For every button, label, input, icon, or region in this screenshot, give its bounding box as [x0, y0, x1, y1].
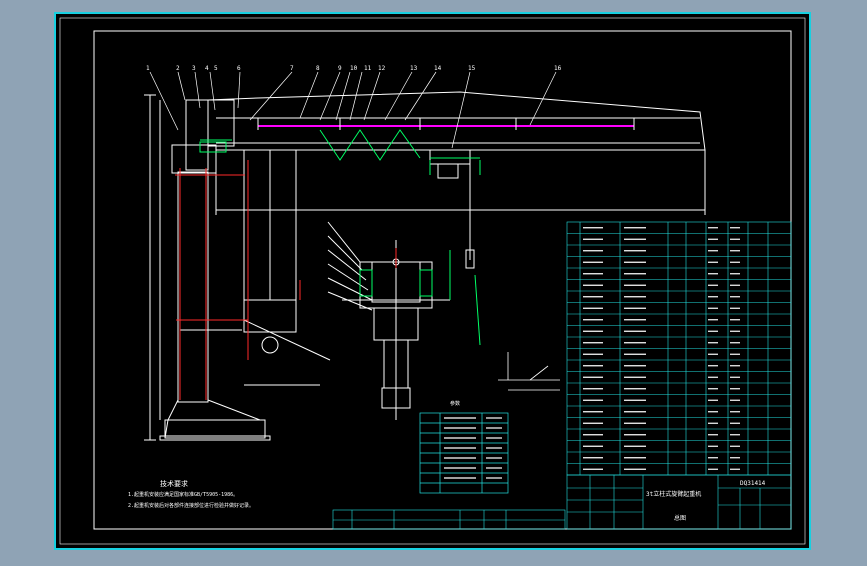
svg-text:5: 5 — [214, 65, 218, 72]
svg-text:6: 6 — [237, 65, 241, 72]
svg-text:14: 14 — [434, 65, 442, 72]
svg-text:16: 16 — [554, 65, 562, 72]
parts-list-table — [566, 221, 792, 476]
drawing-subtitle: 总图 — [674, 514, 686, 522]
svg-text:2: 2 — [176, 65, 180, 72]
note-line-1: 1.起重机安装应满足国家标准GB/T5905-1986。 — [128, 491, 238, 498]
svg-text:10: 10 — [350, 65, 358, 72]
svg-text:13: 13 — [410, 65, 418, 72]
parameter-table — [419, 412, 509, 494]
bearing-hatching — [359, 250, 481, 346]
crane-elevation — [144, 91, 706, 441]
parameter-table-heading: 参数 — [450, 400, 460, 407]
bearing-detail — [327, 221, 450, 420]
weld-detail — [498, 352, 560, 391]
technical-notes: 技术要求 1.起重机安装应满足国家标准GB/T5905-1986。 2.起重机安… — [128, 400, 460, 509]
svg-text:9: 9 — [338, 65, 342, 72]
title-block — [566, 474, 792, 530]
truss-bracing — [199, 129, 481, 175]
signature-strip — [332, 509, 566, 530]
centerlines — [175, 160, 301, 400]
svg-text:8: 8 — [316, 65, 320, 72]
drawing-number: DQ31414 — [740, 480, 766, 487]
rail-hangers — [257, 118, 635, 130]
svg-text:7: 7 — [290, 65, 294, 72]
notes-heading: 技术要求 — [160, 479, 188, 488]
sheet-outer-border — [59, 17, 806, 545]
svg-text:3: 3 — [192, 65, 196, 72]
svg-text:1: 1 — [146, 65, 150, 72]
leader-lines — [149, 71, 557, 149]
svg-text:12: 12 — [378, 65, 386, 72]
svg-text:4: 4 — [205, 65, 209, 72]
note-line-2: 2.起重机安装后对各部件连接部位进行检验并做好记录。 — [128, 502, 254, 509]
svg-text:15: 15 — [468, 65, 476, 72]
title-block-text: DQ31414 3t立柱式旋臂起重机 总图 — [646, 480, 766, 522]
svg-text:11: 11 — [364, 65, 372, 72]
drawing-title: 3t立柱式旋臂起重机 — [646, 490, 701, 498]
